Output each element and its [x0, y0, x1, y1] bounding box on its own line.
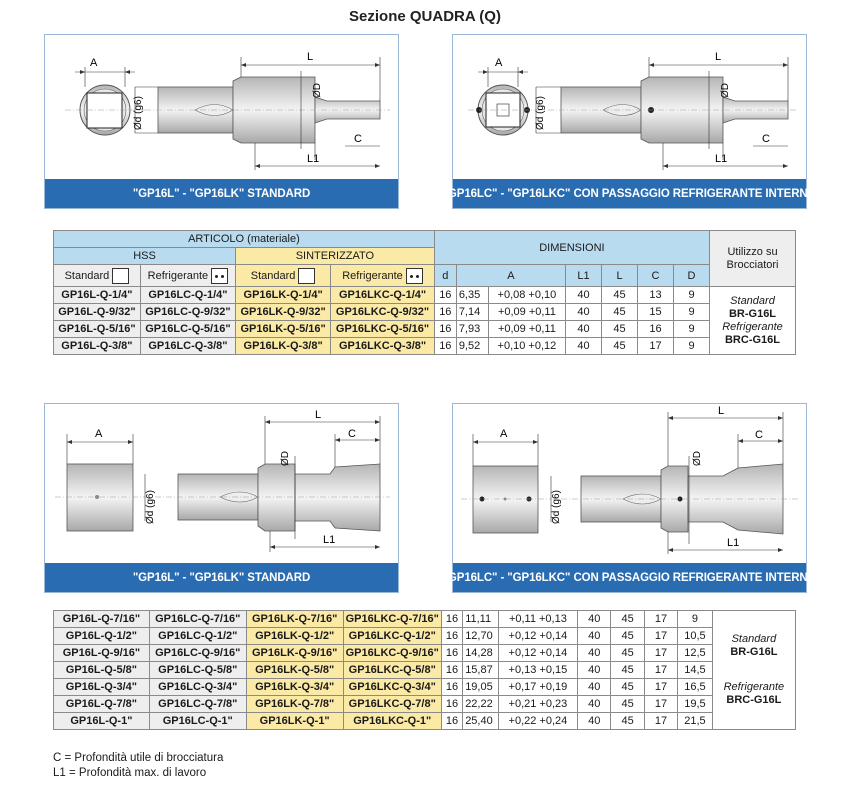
table-row: GP16L-Q-1" GP16LC-Q-1" GP16LK-Q-1" GP16L… [53, 712, 796, 730]
table-row: GP16L-Q-5/16" GP16LC-Q-5/16" GP16LK-Q-5/… [53, 320, 796, 338]
usage-cell: Standard BR-G16L Refrigerante BRC-G16L [709, 286, 796, 355]
table-row: GP16L-Q-5/8" GP16LC-Q-5/8" GP16LK-Q-5/8"… [53, 661, 796, 679]
coolant-section-icon [405, 267, 423, 284]
sint-refrigerante-col: Refrigerante [330, 264, 435, 287]
dim-label-d: Ød (g6) [535, 96, 546, 130]
dim-label-l1: L1 [307, 153, 319, 165]
dim-label-c: C [354, 133, 362, 145]
table-row: GP16L-Q-7/16" GP16LC-Q-7/16" GP16LK-Q-7/… [53, 610, 797, 730]
dim-label-d: Ød (g6) [551, 490, 562, 524]
dim-label-l: L [718, 405, 724, 417]
usage-cell: Standard BR-G16L Refrigerante BRC-G16L [711, 610, 797, 730]
dim-label-big-d: ØD [312, 83, 323, 98]
articolo-header: ARTICOLO (materiale) [53, 230, 435, 248]
col-l: L [601, 264, 638, 287]
table-row: GP16L-Q-3/4" GP16LC-Q-3/4" GP16LK-Q-3/4"… [53, 678, 796, 696]
table-row: GP16L-Q-9/16" GP16LC-Q-9/16" GP16LK-Q-9/… [53, 644, 796, 662]
dim-label-l1: L1 [727, 537, 739, 549]
footnote-l1: L1 = Profondità max. di lavoro [53, 767, 207, 779]
drawing-panel-coolant-large: A Ød (g6) L C ØD L1 "GP16LC" - "GP16LKC"… [443, 403, 817, 593]
drawing-panel-standard-small: A Ød (g6) L ØD C L1 "GP16L" - "GP16LK" S [44, 34, 399, 209]
panel-caption: "GP16LC" - "GP16LKC" CON PASSAGGIO REFRI… [443, 179, 817, 208]
dim-label-a: A [95, 428, 103, 440]
sinterizzato-header: SINTERIZZATO [235, 247, 435, 265]
dim-label-d: Ød (g6) [133, 96, 144, 130]
table-row: GP16L-Q-9/32" GP16LC-Q-9/32" GP16LK-Q-9/… [53, 303, 796, 321]
dim-label-a: A [500, 428, 508, 440]
dim-label-l: L [307, 51, 313, 63]
dim-label-l1: L1 [715, 153, 727, 165]
dim-label-l: L [715, 51, 721, 63]
drawing-panel-coolant-small: A Ød (g6) L ØD C L1 "GP16LC" - "GP16LKC"… [443, 34, 817, 209]
tool-drawing: A Ød (g6) L C ØD L1 [55, 409, 390, 552]
table-row: GP16L-Q-1/2" GP16LC-Q-1/2" GP16LK-Q-1/2"… [53, 627, 796, 645]
col-c: C [637, 264, 674, 287]
spec-table-2: GP16L-Q-7/16" GP16LC-Q-7/16" GP16LK-Q-7/… [53, 610, 797, 730]
col-d: d [433, 264, 457, 287]
sint-standard-col: Standard [235, 264, 332, 287]
hss-standard-col: Standard [53, 264, 141, 287]
col-a: A [455, 264, 567, 287]
tool-drawing: A Ød (g6) L ØD C L1 [468, 51, 798, 170]
footnote-c: C = Profondità utile di brocciatura [53, 752, 224, 764]
table-row: GP16L-Q-1/4" GP16LC-Q-1/4" GP16LK-Q-1/4"… [53, 286, 796, 355]
square-section-icon [112, 267, 130, 284]
tool-drawing: A Ød (g6) L C ØD L1 [461, 405, 798, 554]
dim-label-l: L [315, 409, 321, 421]
page-title: Sezione QUADRA (Q) [349, 8, 501, 25]
dim-label-big-d: ØD [720, 83, 731, 98]
col-l1: L1 [565, 264, 602, 287]
drawing-panel-standard-large: A Ød (g6) L C ØD L1 "GP16L" - "GP16LK" S… [44, 403, 399, 593]
dim-label-c: C [348, 428, 356, 440]
panel-caption: "GP16L" - "GP16LK" STANDARD [45, 179, 398, 208]
dim-label-big-d: ØD [692, 451, 703, 466]
dim-label-c: C [755, 429, 763, 441]
dim-label-c: C [762, 133, 770, 145]
table-row: GP16L-Q-3/8" GP16LC-Q-3/8" GP16LK-Q-3/8"… [53, 337, 796, 355]
hss-refrigerante-col: Refrigerante [139, 264, 237, 287]
dim-label-l1: L1 [323, 534, 335, 546]
footnotes: C = Profondità utile di brocciatura L1 =… [53, 751, 223, 781]
utilizzo-header: Utilizzo su Brocciatori [709, 230, 796, 287]
spec-table-1: ARTICOLO (materiale) DIMENSIONI Utilizzo… [52, 230, 796, 355]
table-row: GP16L-Q-7/8" GP16LC-Q-7/8" GP16LK-Q-7/8"… [53, 695, 796, 713]
col-big-d: D [673, 264, 710, 287]
tool-drawing: A Ød (g6) L ØD C L1 [65, 51, 390, 170]
dim-label-big-d: ØD [280, 451, 291, 466]
square-section-icon [298, 267, 316, 284]
panel-caption: "GP16L" - "GP16LK" STANDARD [45, 563, 398, 592]
dim-label-d: Ød (g6) [145, 490, 156, 524]
dim-label-a: A [90, 57, 98, 69]
coolant-section-icon [211, 267, 229, 284]
panel-caption: "GP16LC" - "GP16LKC" CON PASSAGGIO REFRI… [443, 563, 817, 592]
dim-label-a: A [495, 57, 503, 69]
hss-header: HSS [52, 247, 237, 265]
dimensioni-header: DIMENSIONI [433, 230, 711, 265]
